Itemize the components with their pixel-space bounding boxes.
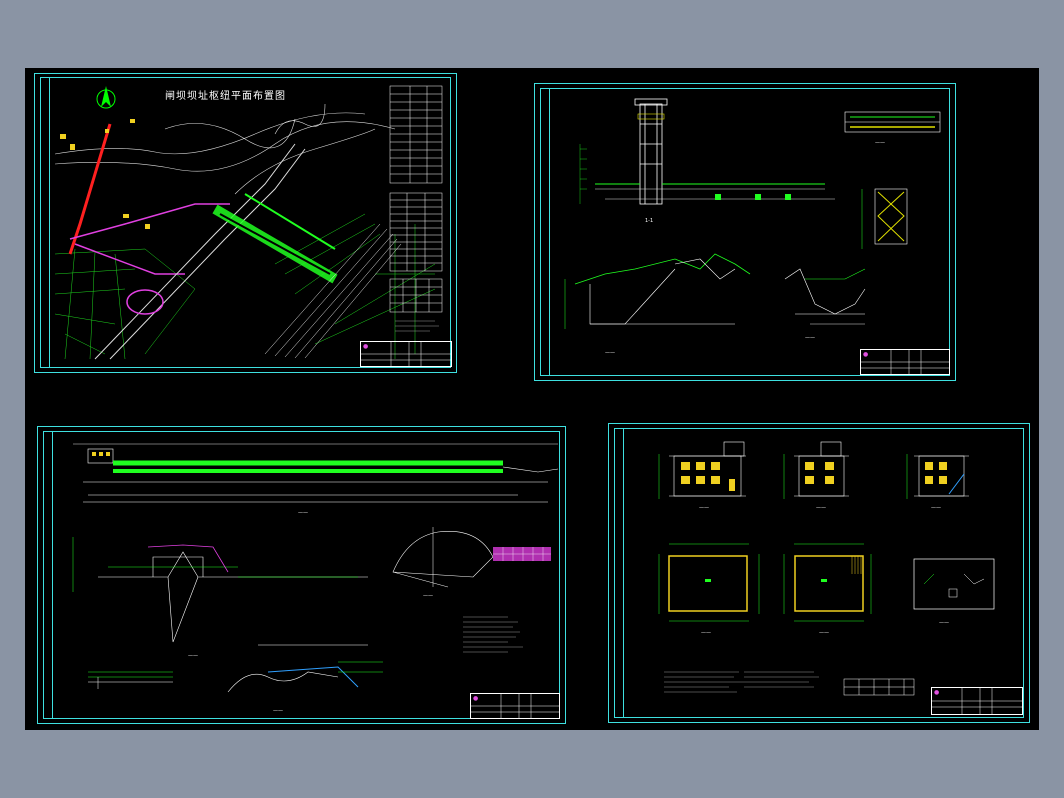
binding-strip [44, 432, 53, 718]
title-block: ● [931, 687, 1023, 715]
cad-model-space[interactable]: 闸坝坝址枢纽平面布置图 [25, 68, 1039, 730]
svg-text:——: —— [188, 653, 198, 659]
sheet-title: 闸坝坝址枢纽平面布置图 [165, 91, 286, 102]
sheet-inner-frame [40, 77, 451, 368]
drawing-sheet-management-house[interactable]: —— —— —— —— —— [608, 423, 1030, 723]
drawing-sheet-dam-structure[interactable]: 1-1 —— —— [534, 83, 956, 381]
svg-text:——: —— [605, 350, 615, 356]
title-block-logo-text: ● [863, 351, 869, 358]
drawing-sheet-channel[interactable]: —— —— —— [37, 426, 566, 724]
sheet-inner-frame [43, 431, 560, 719]
svg-text:——: —— [939, 620, 949, 626]
title-block-logo-text: ● [473, 695, 479, 702]
drawing-sheet-site-plan[interactable]: 闸坝坝址枢纽平面布置图 [34, 73, 457, 373]
house-drawing: —— —— —— —— —— [658, 441, 995, 696]
svg-text:——: —— [816, 505, 826, 511]
title-block-logo-text: ● [363, 343, 369, 350]
sheet-inner-frame [614, 428, 1024, 718]
binding-strip [41, 78, 50, 367]
site-plan-drawing [54, 85, 443, 360]
svg-text:——: —— [819, 630, 829, 636]
dam-structure-drawing: 1-1 —— —— [564, 98, 941, 356]
binding-strip [541, 89, 550, 375]
svg-text:——: —— [931, 505, 941, 511]
sheet-inner-frame [540, 88, 950, 376]
svg-text:——: —— [298, 510, 308, 516]
svg-text:——: —— [423, 593, 433, 599]
svg-text:——: —— [701, 630, 711, 636]
svg-text:——: —— [273, 708, 283, 714]
title-block: ● [470, 693, 560, 719]
svg-text:——: —— [699, 505, 709, 511]
binding-strip [615, 429, 624, 717]
svg-text:——: —— [805, 335, 815, 341]
channel-drawing: —— —— —— [72, 443, 559, 714]
title-block: ● [360, 341, 452, 367]
svg-text:1-1: 1-1 [645, 218, 653, 224]
north-arrow-icon [96, 86, 116, 109]
svg-text:——: —— [875, 140, 885, 146]
title-block: ● [860, 349, 950, 375]
title-block-logo-text: ● [934, 689, 940, 696]
